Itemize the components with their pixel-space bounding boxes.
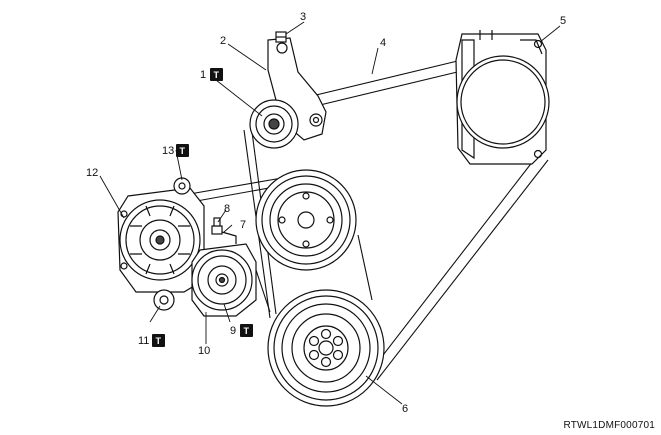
leader-lines — [99, 21, 561, 405]
callout-13: 13 — [162, 145, 174, 157]
callout-7: 7 — [240, 219, 246, 231]
svg-text:T: T — [214, 70, 220, 80]
tensioner-pulley — [249, 99, 299, 149]
callout-6: 6 — [402, 403, 408, 415]
torque-icon: T — [176, 144, 189, 157]
crank-pulley — [267, 289, 385, 407]
torque-icon: T — [240, 324, 253, 337]
callout-labels: 1 2 3 4 5 6 7 8 9 10 11 12 13 — [86, 11, 566, 415]
bolt-3 — [275, 31, 287, 43]
callout-5: 5 — [560, 15, 566, 27]
callout-3: 3 — [300, 11, 306, 23]
tensioner-bracket — [267, 37, 327, 141]
torque-symbols: T T T T — [152, 68, 253, 347]
auto-tensioner — [191, 243, 257, 317]
bolt-7-8 — [211, 217, 237, 244]
svg-text:T: T — [180, 146, 186, 156]
ac-compressor — [455, 30, 550, 165]
callout-1: 1 — [200, 69, 206, 81]
callout-10: 10 — [198, 345, 210, 357]
callout-11: 11 — [138, 335, 149, 347]
callout-4: 4 — [380, 37, 386, 49]
torque-icon: T — [152, 334, 165, 347]
callout-8: 8 — [224, 203, 230, 215]
svg-text:T: T — [244, 326, 250, 336]
callout-9: 9 — [230, 325, 236, 337]
alternator — [117, 177, 205, 311]
svg-text:T: T — [156, 336, 162, 346]
callout-12: 12 — [86, 167, 98, 179]
water-pump-pulley — [255, 169, 357, 271]
callout-2: 2 — [220, 35, 226, 47]
figure-code: RTWL1DMF000701 — [563, 420, 655, 431]
torque-icon: T — [210, 68, 223, 81]
